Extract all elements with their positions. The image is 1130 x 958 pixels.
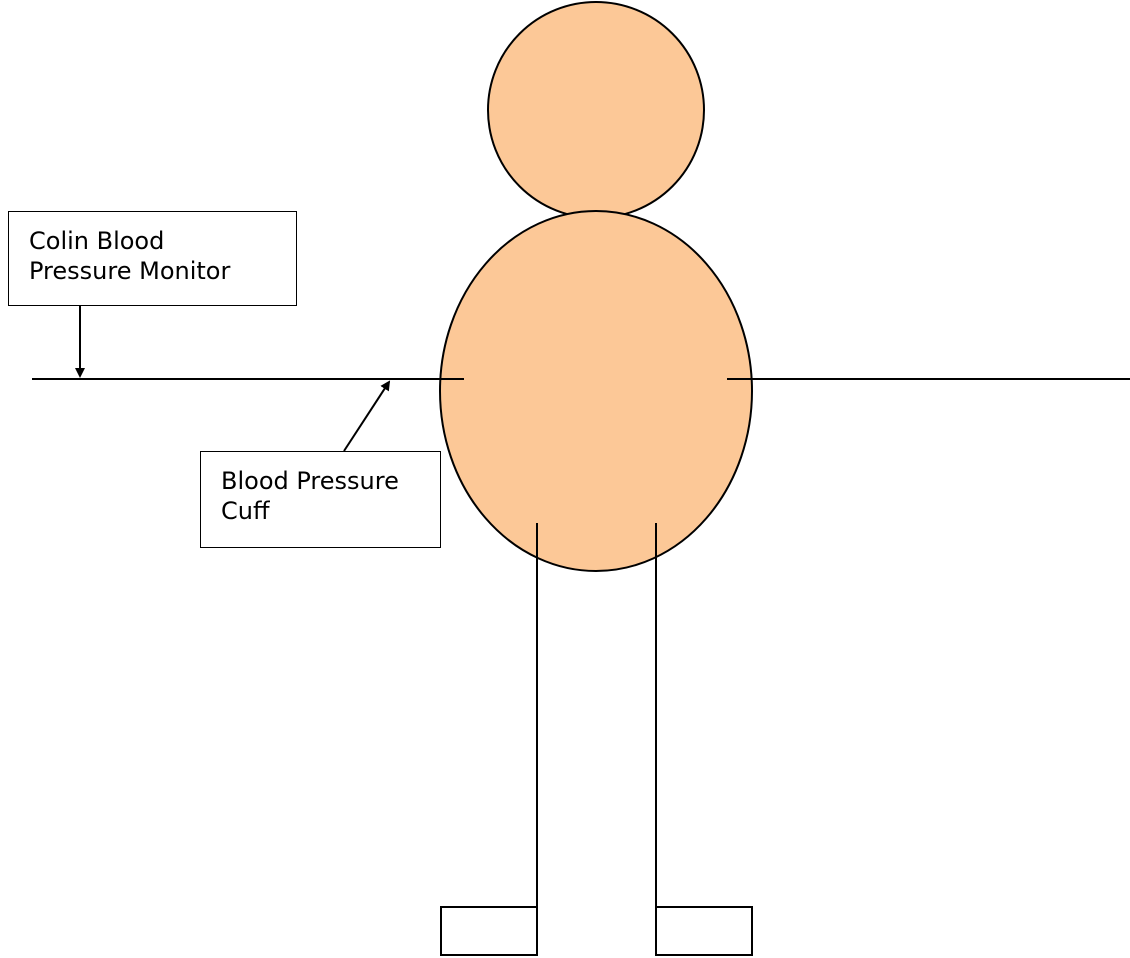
- cuff-label-line1: Blood Pressure: [221, 467, 399, 495]
- right-foot: [655, 906, 753, 956]
- monitor-label-box: Colin Blood Pressure Monitor: [8, 211, 297, 306]
- cuff-arrow: [343, 380, 391, 452]
- monitor-label-line1: Colin Blood: [29, 227, 165, 255]
- cuff-label-line2: Cuff: [221, 497, 270, 525]
- head-circle: [487, 1, 705, 219]
- cuff-label-box: Blood Pressure Cuff: [200, 451, 441, 548]
- left-foot: [440, 906, 538, 956]
- torso-ellipse: [439, 210, 753, 572]
- monitor-label-line2: Pressure Monitor: [29, 257, 231, 285]
